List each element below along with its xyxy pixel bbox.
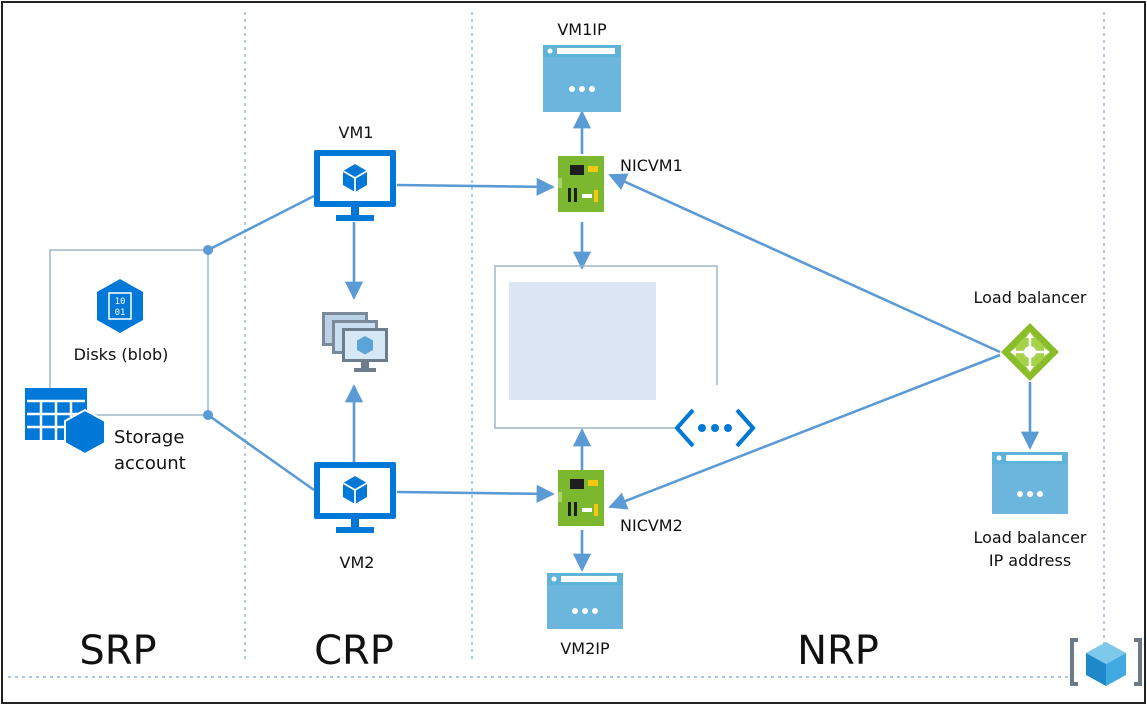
nicvm2-label: NICVM2 <box>620 516 683 535</box>
vm2ip-public-ip-icon <box>547 573 623 629</box>
lb-ip-label-line2: IP address <box>989 551 1071 570</box>
connectors <box>207 110 1040 572</box>
load-balancer-icon <box>1001 323 1059 381</box>
nicvm1-label: NICVM1 <box>620 156 683 175</box>
vm-scale-set-icon <box>322 312 388 372</box>
lb-ip-label-line1: Load balancer <box>973 528 1086 547</box>
vm2ip-label: VM2IP <box>560 639 610 658</box>
subnet-frame <box>494 265 718 429</box>
storage-label-line1: Storage <box>114 427 184 448</box>
section-label-nrp: NRP <box>797 628 879 674</box>
disk-blob-icon: 10 01 <box>97 279 143 333</box>
load-balancer-label: Load balancer <box>973 288 1086 307</box>
nicvm2-network-interface-icon <box>558 470 604 526</box>
nicvm1-network-interface-icon <box>558 156 604 212</box>
storage-account-icon <box>25 388 106 456</box>
subnet-block <box>509 282 656 400</box>
storage-label-line2: account <box>114 453 186 474</box>
vm1-monitor-icon <box>314 150 396 221</box>
vm2-label: VM2 <box>340 553 375 572</box>
lb-ip-public-ip-icon <box>992 452 1068 514</box>
section-label-srp: SRP <box>79 628 156 674</box>
vm1-label: VM1 <box>339 123 374 142</box>
svg-text:10: 10 <box>115 297 126 307</box>
brand-cube-logo-icon <box>1070 638 1142 686</box>
vm2-monitor-icon <box>314 462 396 533</box>
disks-label: Disks (blob) <box>74 345 169 364</box>
svg-text:01: 01 <box>115 308 126 318</box>
section-dividers <box>8 12 1105 678</box>
vm1ip-public-ip-icon <box>543 45 621 112</box>
vm1ip-label: VM1IP <box>557 20 607 39</box>
section-label-crp: CRP <box>314 628 394 674</box>
virtual-network-icon <box>674 408 756 448</box>
